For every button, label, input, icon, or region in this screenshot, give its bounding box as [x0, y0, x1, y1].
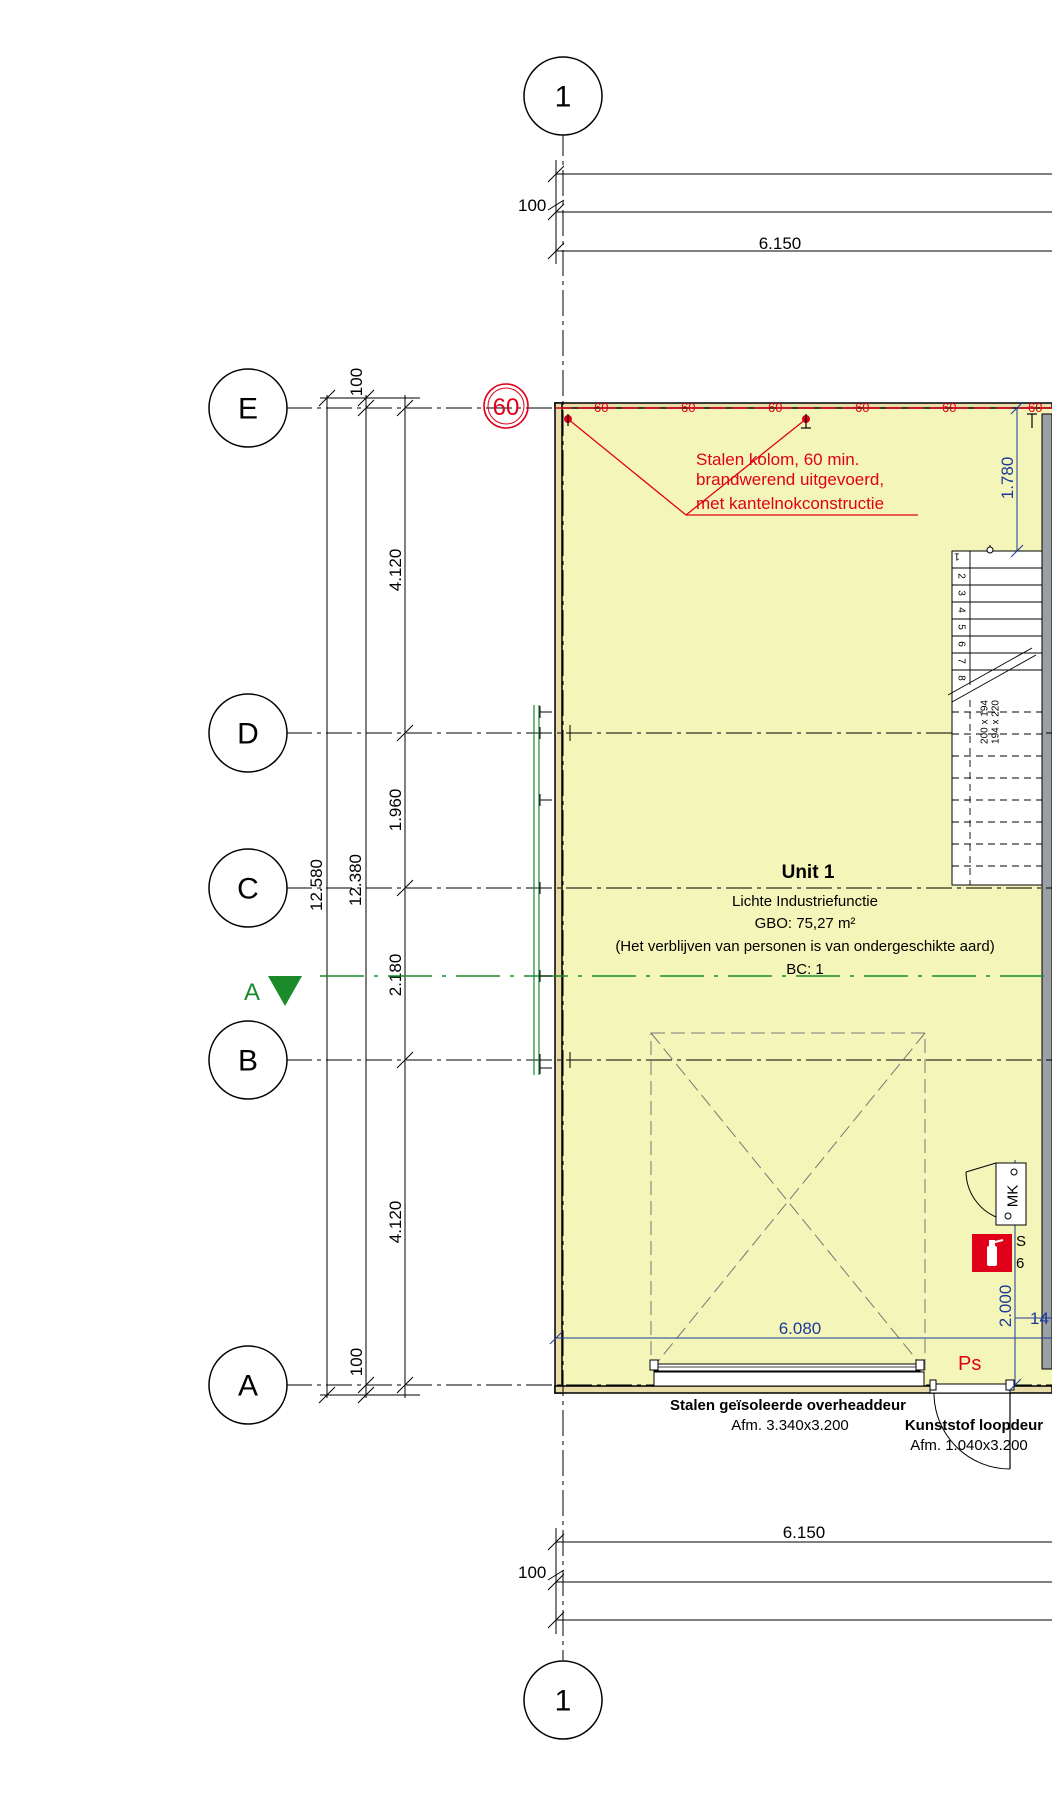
dim-bottom-6150: 6.150 — [783, 1523, 826, 1542]
left-dimensions — [318, 389, 420, 1404]
overhead-door-title: Stalen geïsoleerde overheaddeur — [670, 1397, 906, 1414]
steel-columns — [567, 413, 1037, 429]
svg-text:E: E — [238, 393, 258, 426]
walk-door-title: Kunststof loopdeur — [905, 1417, 1043, 1434]
mk-label: MK — [1005, 1185, 1022, 1208]
dim-inner-6080: 6.080 — [779, 1319, 822, 1338]
stair-step: 2 — [956, 573, 967, 579]
grid-bubble-A: A — [208, 1345, 288, 1425]
stair-step: 7 — [956, 658, 967, 664]
fire-wall-marks: 60 60 60 60 60 60 — [594, 400, 1042, 415]
svg-text:60: 60 — [942, 400, 956, 415]
stair-step: 6 — [956, 641, 967, 647]
svg-text:1: 1 — [555, 81, 572, 114]
dim-door-2000: 2.000 — [996, 1285, 1015, 1328]
dim-stair-line — [1010, 401, 1024, 558]
dim-seg-2180: 2.180 — [386, 954, 405, 997]
svg-text:Stalen kolom, 60 min.: Stalen kolom, 60 min. — [696, 450, 859, 469]
stair-step: 1 — [954, 551, 960, 562]
svg-text:GBO: 75,27 m²: GBO: 75,27 m² — [755, 915, 856, 932]
bottom-dimensions — [547, 1528, 1052, 1634]
svg-text:B: B — [238, 1045, 258, 1078]
dim-left-100-top: 100 — [347, 368, 366, 396]
svg-text:1: 1 — [555, 1685, 572, 1718]
fire-extinguisher-icon — [972, 1234, 1012, 1272]
s-label: S — [1016, 1233, 1026, 1250]
grid-bubble-D: D — [208, 693, 288, 773]
section-label: A — [244, 979, 260, 1006]
dim-top-100: 100 — [518, 196, 546, 215]
overhead-door — [649, 1359, 925, 1387]
svg-text:Unit 1: Unit 1 — [782, 862, 835, 883]
grid-bubble-B: B — [208, 1020, 288, 1100]
dim-inner-line — [549, 1331, 1052, 1345]
stair: 1 2 3 4 5 6 7 8 200 x 194 194 x 220 — [947, 545, 1043, 886]
svg-text:60: 60 — [681, 400, 695, 415]
dim-seg-4120-top: 4.120 — [386, 549, 405, 592]
grid-bubble-1-bottom: 1 — [523, 1660, 603, 1740]
svg-text:60: 60 — [768, 400, 782, 415]
ps-label: Ps — [958, 1353, 981, 1375]
dim-left-100-bottom: 100 — [347, 1348, 366, 1376]
stair-spec: 194 x 220 — [991, 700, 1002, 744]
svg-text:A: A — [238, 1370, 258, 1403]
svg-text:60: 60 — [1028, 400, 1042, 415]
fire-column-leader — [567, 418, 918, 516]
dim-left-12380: 12.380 — [346, 854, 365, 906]
meter-cupboard — [965, 1162, 1027, 1226]
dim-seg-1960: 1.960 — [386, 789, 405, 832]
dim-stair-1780: 1.780 — [998, 457, 1017, 500]
dim-top-6150: 6.150 — [759, 234, 802, 253]
svg-text:60: 60 — [855, 400, 869, 415]
dim-seg-4120-bottom: 4.120 — [386, 1201, 405, 1244]
dim-left-12580: 12.580 — [307, 859, 326, 911]
facade-element — [533, 705, 540, 1075]
svg-text:BC: 1: BC: 1 — [786, 961, 824, 978]
door-captions: Stalen geïsoleerde overheaddeur Afm. 3.3… — [670, 1397, 1043, 1454]
unit-label: Unit 1 Lichte Industriefunctie GBO: 75,2… — [615, 862, 994, 978]
grid-bubble-E: E — [208, 368, 288, 448]
s-number: 6 — [1016, 1255, 1024, 1272]
dim-cut-14: 14 — [1030, 1309, 1049, 1328]
svg-text:60: 60 — [493, 394, 520, 421]
grid-bubble-C: C — [208, 848, 288, 928]
fire-column-note: Stalen kolom, 60 min. brandwerend uitgev… — [696, 450, 884, 513]
overhead-door-size: Afm. 3.340x3.200 — [731, 1417, 849, 1434]
wall-west — [554, 402, 563, 1394]
facade-brackets — [539, 706, 584, 1074]
svg-text:60: 60 — [594, 400, 608, 415]
stair-spec: 200 x 194 — [980, 700, 991, 744]
fire-rating-bubble: 60 — [483, 383, 529, 429]
dim-bottom-100: 100 — [518, 1563, 546, 1582]
wall-east-partition — [1041, 413, 1052, 1370]
svg-text:met kantelnokconstructie: met kantelnokconstructie — [696, 494, 884, 513]
svg-text:Lichte Industriefunctie: Lichte Industriefunctie — [732, 893, 878, 910]
svg-text:brandwerend uitgevoerd,: brandwerend uitgevoerd, — [696, 470, 884, 489]
walk-door-size: Afm. 1.040x3.200 — [910, 1437, 1028, 1454]
top-dimensions — [547, 160, 1052, 264]
stair-step: 5 — [956, 624, 967, 630]
svg-text:D: D — [237, 718, 259, 751]
walk-door — [929, 1379, 1015, 1470]
svg-text:(Het verblijven van personen i: (Het verblijven van personen is van onde… — [615, 938, 994, 955]
svg-text:C: C — [237, 873, 259, 906]
grid-bubble-1-top: 1 — [523, 56, 603, 136]
stair-step: 4 — [956, 607, 967, 613]
stair-step: 8 — [956, 675, 967, 681]
section-arrow-icon — [268, 976, 302, 1006]
stair-step: 3 — [956, 590, 967, 596]
